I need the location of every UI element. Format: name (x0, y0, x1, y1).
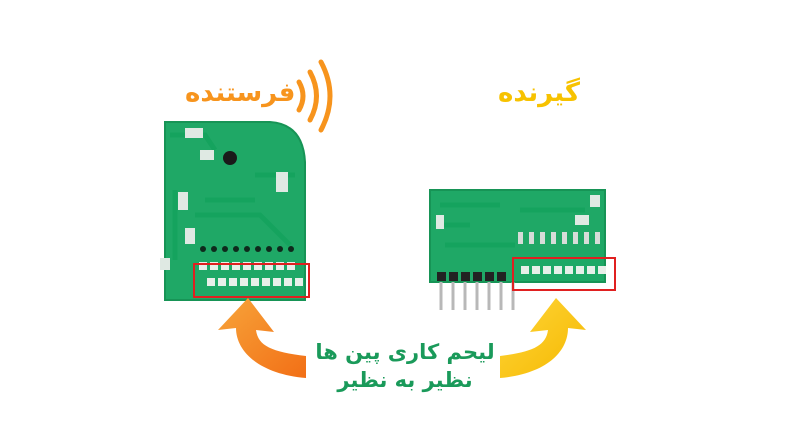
wireless-signal-icon (296, 59, 333, 133)
caption-line-2: نظیر به نظیر (337, 368, 473, 392)
transmitter-board (160, 121, 306, 301)
receiver-board (429, 189, 606, 310)
transmitter-pin-highlight (193, 263, 310, 298)
caption: لیحم کاری پین ها نظیر به نظیر (300, 338, 510, 394)
curved-arrow-orange-icon (218, 298, 306, 378)
receiver-label: گیرنده (498, 78, 581, 108)
curved-arrow-yellow-icon (500, 298, 586, 378)
transmitter-label: فرستنده (185, 78, 296, 108)
caption-line-1: لیحم کاری پین ها (315, 340, 495, 364)
receiver-pin-highlight (512, 257, 616, 291)
